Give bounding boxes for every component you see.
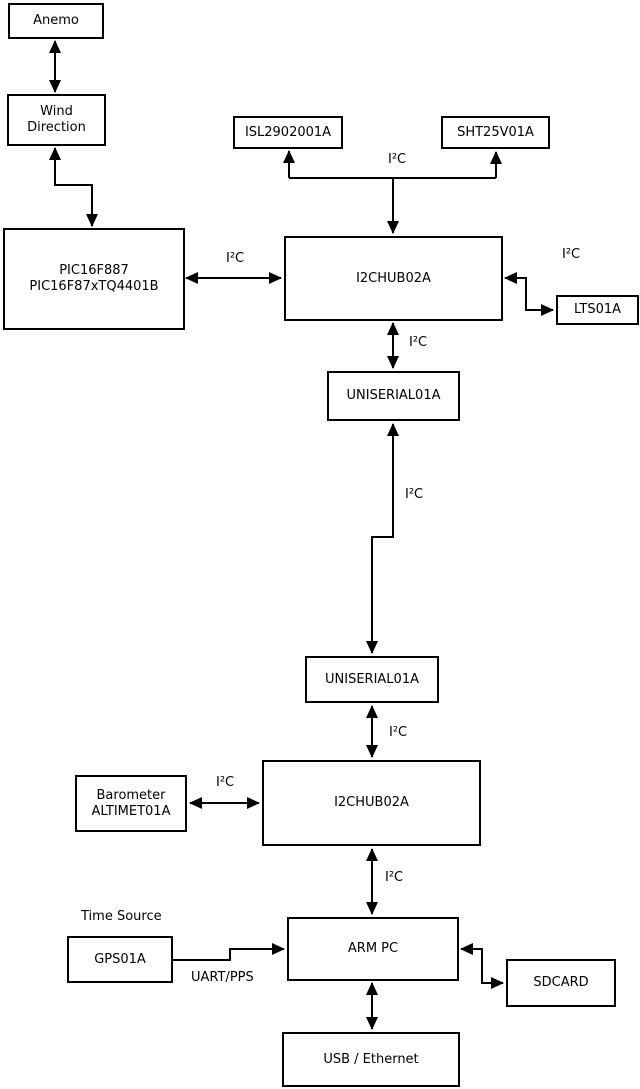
label-time-source: Time Source — [81, 909, 162, 924]
connector-winddirection-pic — [49, 147, 98, 227]
edge-label-i2c-hub-uniserial: I²C — [409, 335, 428, 350]
box-i2chub02a-top: I2CHUB02A — [284, 236, 503, 321]
box-arm-pc-label: ARM PC — [347, 941, 399, 956]
box-pic16f887: PIC16F887 PIC16F87xTQ4401B — [3, 228, 185, 330]
box-gps01a-label: GPS01A — [94, 951, 146, 967]
box-wind-direction-label-line2: Direction — [27, 120, 86, 135]
box-sdcard-label: SDCARD — [533, 975, 589, 990]
box-uniserial01a-bottom: UNISERIAL01A — [305, 656, 439, 703]
box-sdcard: SDCARD — [506, 959, 616, 1007]
edge-label-i2c-pic-hub: I²C — [226, 251, 245, 266]
edge-label-i2c-long-link: I²C — [405, 487, 424, 502]
box-gps01a: GPS01A — [67, 936, 173, 983]
box-arm-pc: ARM PC — [287, 917, 459, 981]
box-isl2902001a-label: ISL2902001A — [244, 124, 332, 140]
box-pic16f887-label-line1: PIC16F887 — [59, 263, 129, 278]
box-sht25v01a: SHT25V01A — [441, 116, 550, 149]
box-usb-ethernet-label: USB / Ethernet — [323, 1051, 419, 1067]
box-barometer-altimet01a: Barometer ALTIMET01A — [75, 775, 187, 832]
edge-label-uart-pps: UART/PPS — [191, 970, 254, 985]
edge-label-i2c-hub2-armpc: I²C — [385, 870, 404, 885]
box-wind-direction-label-line1: Wind — [40, 104, 73, 119]
box-i2chub02a-top-label: I2CHUB02A — [356, 270, 431, 286]
box-lts01a-label: LTS01A — [573, 302, 622, 317]
box-sht25v01a-label: SHT25V01A — [457, 124, 534, 140]
connector-gps-armpc — [173, 943, 285, 961]
edge-label-i2c-barometer: I²C — [216, 775, 235, 790]
edge-label-i2c-uniserial-hub2: I²C — [389, 725, 408, 740]
connector-uniserial-long-link — [366, 423, 399, 654]
box-isl2902001a: ISL2902001A — [233, 116, 343, 149]
box-i2chub02a-bottom-label: I2CHUB02A — [334, 795, 409, 810]
edge-label-i2c-lts: I²C — [562, 247, 581, 262]
box-lts01a: LTS01A — [556, 295, 639, 325]
box-wind-direction: Wind Direction — [7, 94, 106, 146]
connector-armpc-sdcard — [460, 943, 504, 989]
box-anemo-label: Anemo — [33, 13, 79, 28]
box-uniserial01a-top-label: UNISERIAL01A — [346, 388, 441, 403]
box-i2chub02a-bottom: I2CHUB02A — [262, 760, 481, 846]
box-pic16f887-label-line2: PIC16F87xTQ4401B — [29, 279, 159, 294]
box-barometer-label-line2: ALTIMET01A — [91, 803, 171, 819]
box-uniserial01a-bottom-label: UNISERIAL01A — [325, 671, 419, 687]
box-barometer-label-line1: Barometer — [96, 787, 166, 803]
edge-label-i2c-sensor-bus: I²C — [388, 152, 407, 167]
box-uniserial01a-top: UNISERIAL01A — [327, 371, 460, 421]
box-usb-ethernet: USB / Ethernet — [282, 1032, 460, 1087]
connector-i2chub-top-lts — [504, 272, 554, 316]
box-anemo: Anemo — [8, 3, 104, 39]
